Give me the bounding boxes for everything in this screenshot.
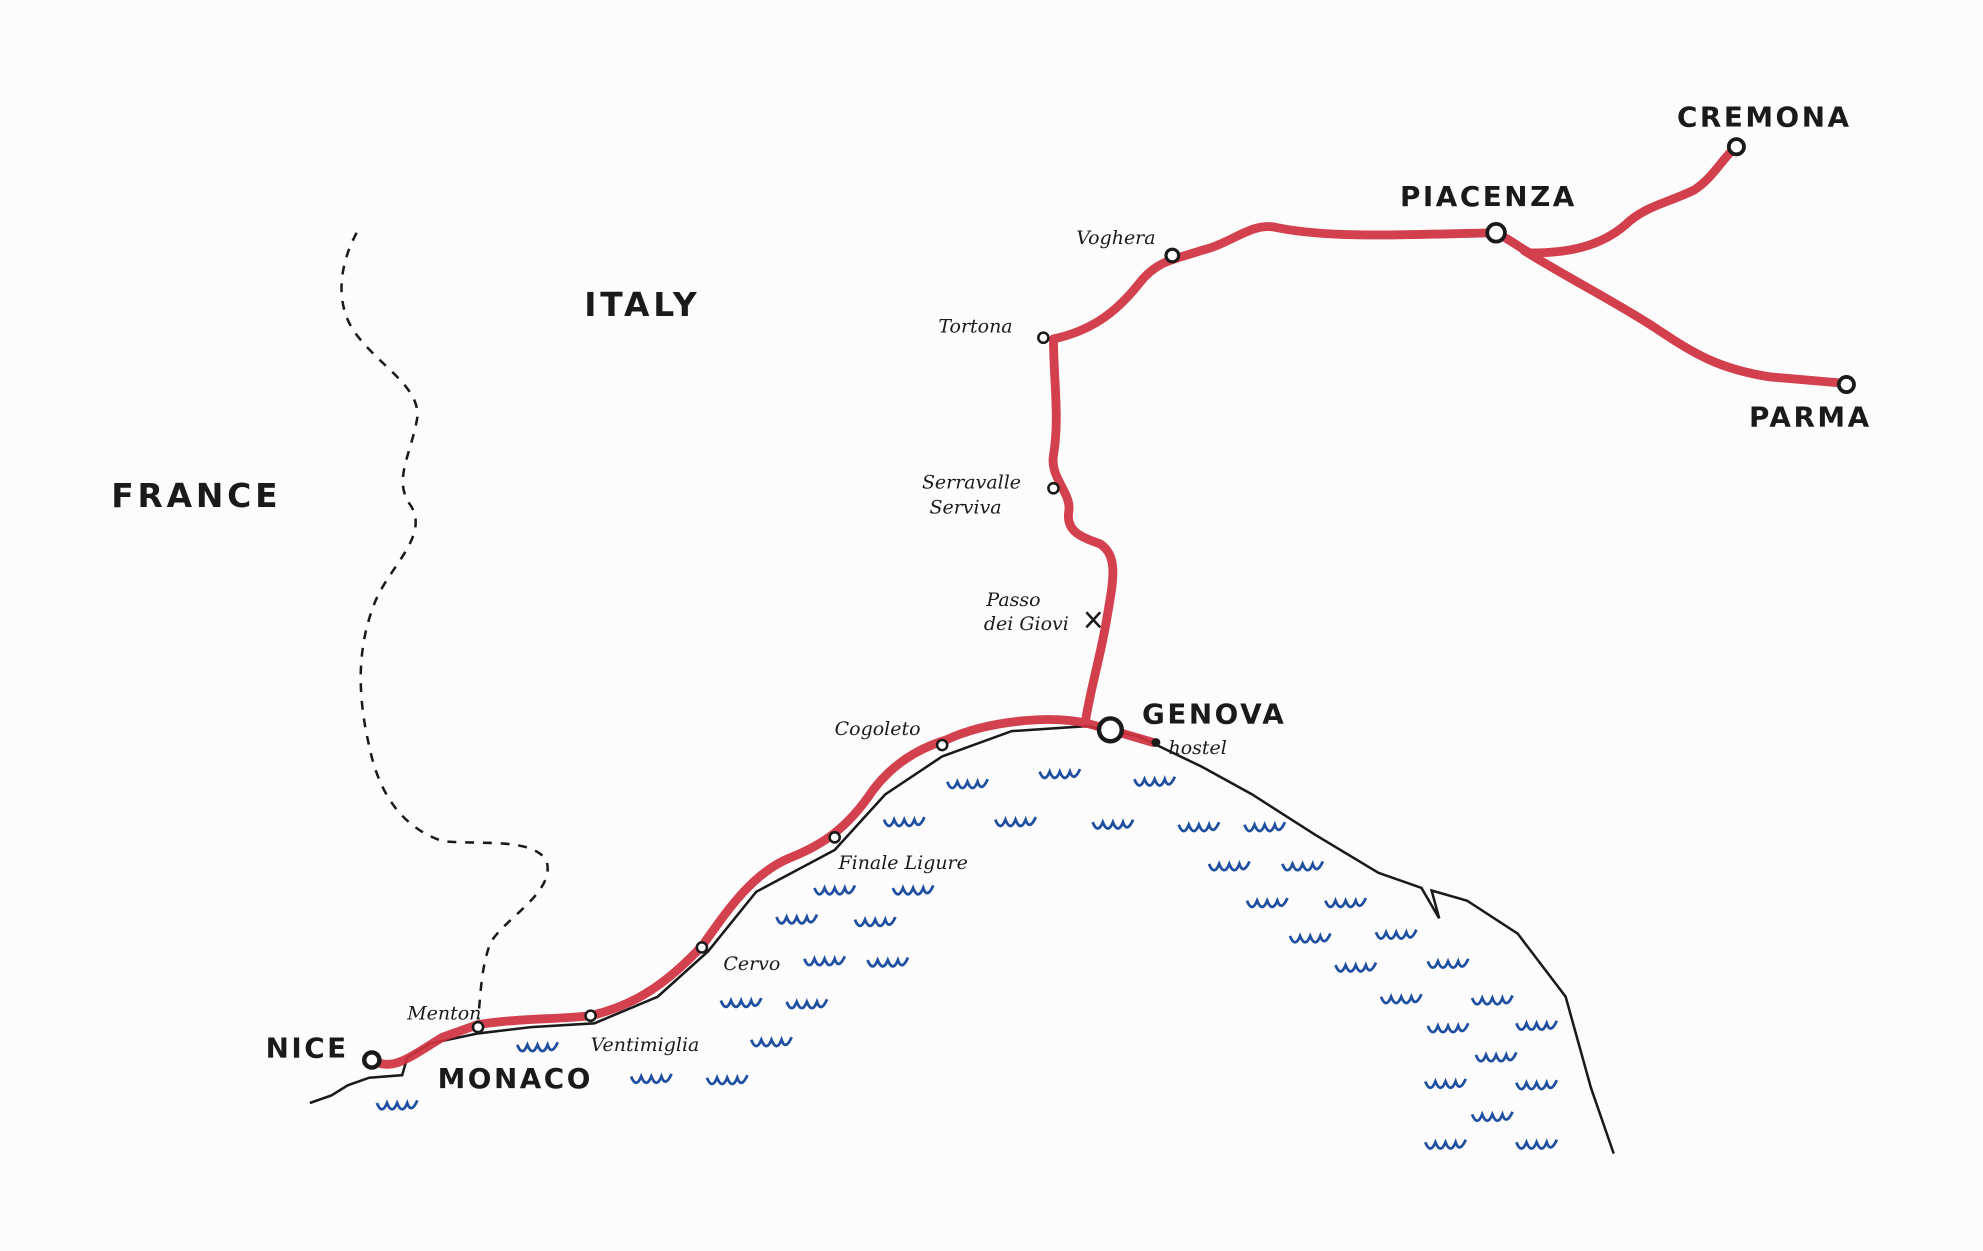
wave-icon	[1379, 992, 1423, 1005]
parma-marker[interactable]	[1836, 375, 1856, 395]
label-nice: NICE	[266, 1031, 349, 1064]
wave-icon	[1038, 767, 1082, 780]
wave-icon	[1515, 1138, 1559, 1150]
wave-icon	[1474, 1050, 1518, 1063]
label-piacenza: PIACENZA	[1400, 180, 1577, 213]
label-tortona: Tortona	[938, 316, 1012, 338]
passo-dei-giovi-cross-icon	[1085, 611, 1102, 629]
label-serviva: Serviva	[930, 497, 1002, 519]
menton-marker[interactable]	[471, 1020, 485, 1034]
label-hostel: hostel	[1169, 737, 1227, 759]
wave-icon	[1288, 931, 1332, 944]
label-finale-ligure: Finale Ligure	[837, 852, 967, 874]
wave-icon	[1426, 1021, 1470, 1034]
nice-marker[interactable]	[362, 1050, 382, 1070]
label-italy: ITALY	[584, 285, 700, 324]
france-italy-border	[340, 232, 549, 1019]
genova-marker[interactable]	[1096, 716, 1124, 744]
label-serravalle: Serravalle	[922, 471, 1021, 493]
wave-icon	[515, 1040, 559, 1053]
wave-icon	[705, 1073, 749, 1086]
label-cervo: Cervo	[723, 953, 780, 975]
wave-icon	[1091, 818, 1135, 830]
wave-icon	[803, 954, 847, 967]
ventimiglia-marker[interactable]	[584, 1009, 597, 1023]
wave-icon	[629, 1072, 673, 1085]
cogoleto-marker[interactable]	[935, 738, 949, 752]
wave-icon	[775, 913, 819, 925]
wave-icon	[1177, 820, 1221, 833]
label-passo: Passo	[985, 589, 1040, 611]
wave-icon	[749, 1035, 793, 1048]
label-ventimiglia: Ventimiglia	[591, 1034, 700, 1056]
wave-icon	[945, 777, 989, 790]
wave-icon	[1374, 928, 1418, 940]
wave-icon	[1334, 961, 1378, 973]
hostel-marker[interactable]	[1151, 738, 1161, 747]
wave-icon	[882, 815, 926, 828]
wave-icon	[1281, 859, 1325, 872]
voghera-marker[interactable]	[1164, 247, 1181, 264]
wave-icon	[891, 883, 935, 896]
finale-marker[interactable]	[828, 831, 842, 844]
wave-icon	[1245, 896, 1289, 909]
wave-icon	[1515, 1078, 1559, 1091]
wave-icon	[1133, 775, 1177, 787]
cervo-marker[interactable]	[695, 941, 709, 954]
cremona-marker[interactable]	[1726, 137, 1746, 157]
piacenza-marker[interactable]	[1485, 221, 1507, 244]
wave-icon	[853, 915, 897, 928]
wave-icon	[719, 996, 763, 1009]
sea-waves	[375, 767, 1559, 1150]
label-france: FRANCE	[111, 476, 281, 515]
wave-icon	[1207, 859, 1251, 872]
serravalle-marker[interactable]	[1047, 481, 1060, 495]
wave-icon	[1423, 1077, 1468, 1090]
label-monaco: MONACO	[438, 1062, 593, 1095]
wave-icon	[994, 815, 1038, 828]
tortona-marker[interactable]	[1037, 331, 1050, 345]
wave-icon	[1515, 1019, 1559, 1031]
label-cogoleto: Cogoleto	[835, 718, 921, 740]
label-menton: Menton	[406, 1003, 481, 1025]
label-voghera: Voghera	[1076, 227, 1155, 249]
wave-icon	[1324, 896, 1368, 909]
city-markers	[362, 137, 1856, 1070]
label-cremona: CREMONA	[1677, 100, 1852, 133]
wave-icon	[1470, 993, 1514, 1006]
wave-icon	[866, 956, 910, 968]
label-genova: GENOVA	[1142, 698, 1286, 731]
wave-icon	[1423, 1138, 1468, 1150]
wave-icon	[375, 1098, 419, 1111]
wave-icon	[785, 997, 829, 1010]
wave-icon	[1426, 957, 1470, 969]
wave-icon	[1470, 1110, 1514, 1123]
label-parma: PARMA	[1749, 400, 1872, 433]
wave-icon	[1243, 820, 1287, 833]
wave-icon	[813, 883, 857, 896]
label-dei-giovi: dei Giovi	[984, 613, 1069, 635]
